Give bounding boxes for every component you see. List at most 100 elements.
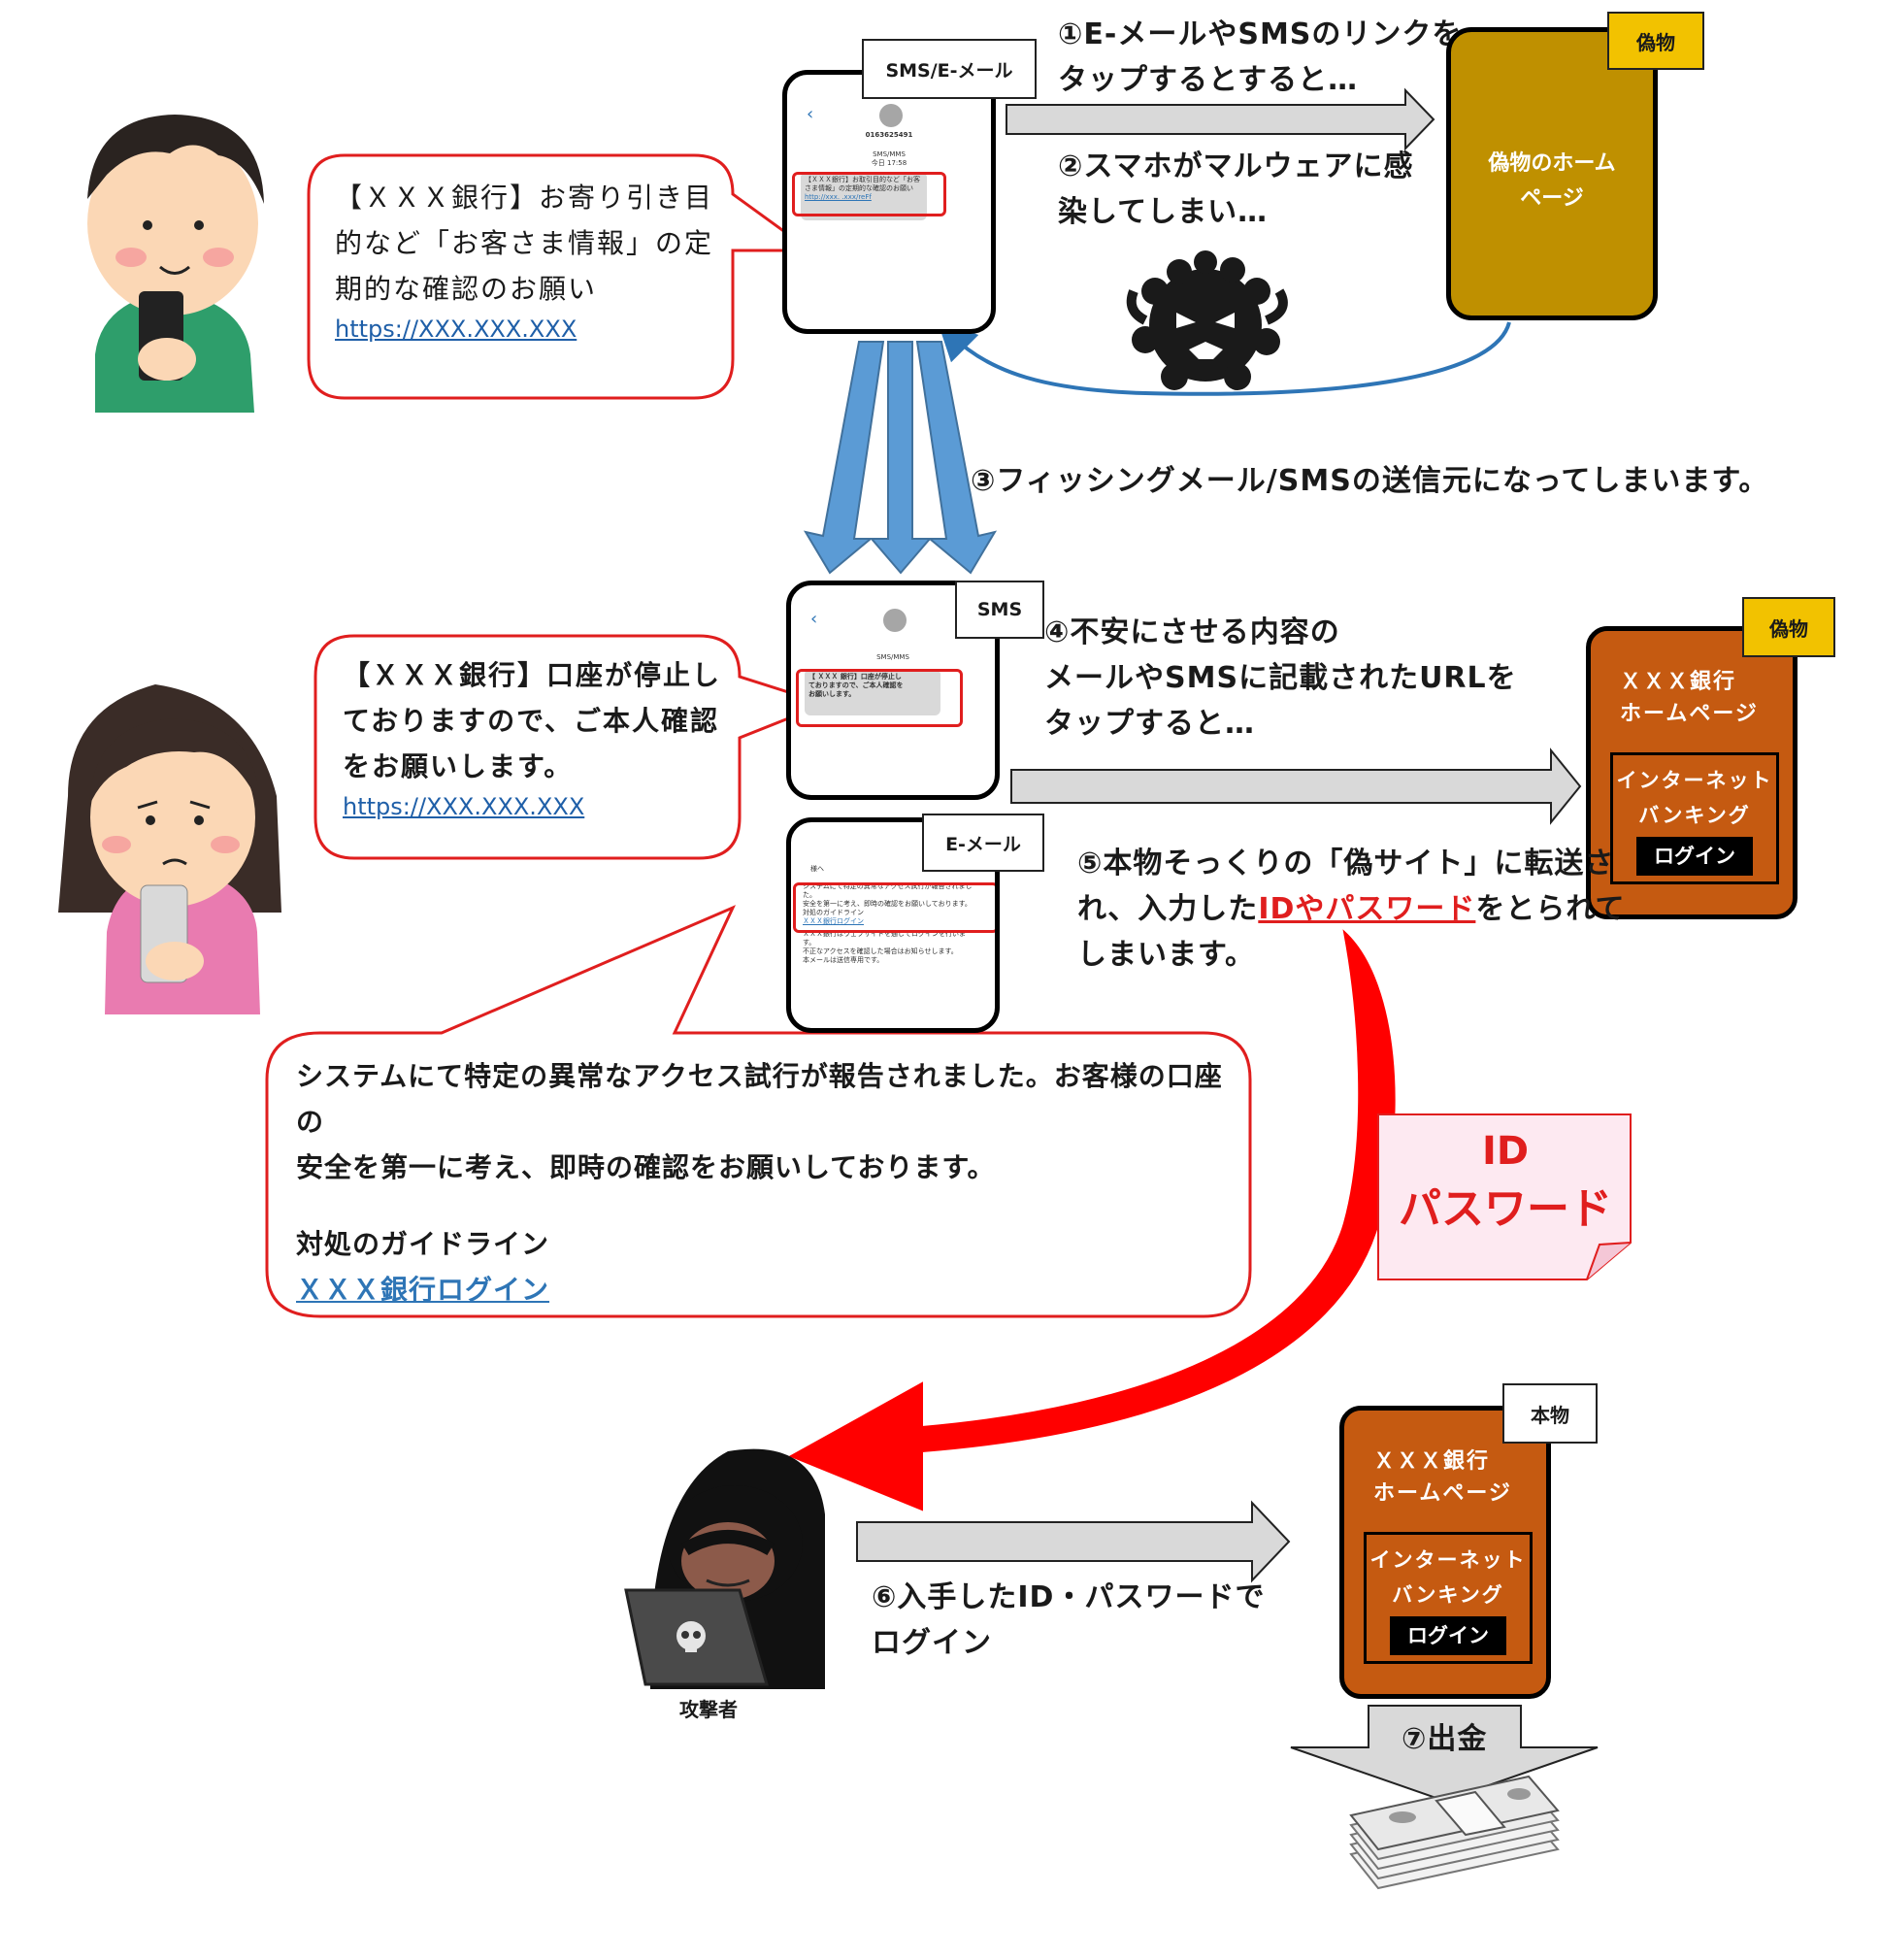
message-line: 【ＸＸＸ銀行】お取引目的など「お客 [805, 176, 920, 183]
fake-homepage-line: ページ [1520, 186, 1584, 211]
step5-line: しまいます。 [1077, 938, 1255, 972]
bubble3-line: システムにて特定の異常なアクセス試行が報告されました。お客様の口座の [296, 1060, 1223, 1138]
bubble1-link[interactable]: https://XXX.XXX.XXX [335, 316, 577, 343]
speech-bubble-1 [307, 153, 815, 400]
message-line: お願いします。 [808, 690, 856, 698]
bank-title: ホームページ [1373, 1481, 1512, 1506]
note-fold [1586, 1242, 1632, 1280]
step4-line: メールやSMSに記載されたURLを [1044, 661, 1517, 695]
fake-tag: 偽物 [1742, 597, 1835, 657]
arrow-spread-down [803, 341, 998, 575]
step6-line: ログイン [872, 1626, 992, 1660]
speech-bubble-2 [313, 634, 830, 860]
step5-highlight: IDやパスワード [1258, 892, 1476, 926]
id-password-note-text: ID パスワード [1378, 1124, 1633, 1241]
attacker-illustration [624, 1448, 825, 1689]
person-man-illustration [87, 115, 264, 413]
arrow-step6 [856, 1500, 1291, 1583]
login-button[interactable]: ログイン [1390, 1616, 1506, 1655]
bubble2-line: をお願いします。 [343, 750, 574, 782]
bank-title: ホームページ [1620, 702, 1759, 726]
bubble3-line: 対処のガイドライン [296, 1228, 550, 1260]
step2-text: ②スマホがマルウェアに感 染してしまい… [1058, 144, 1414, 235]
bubble2-link[interactable]: https://XXX.XXX.XXX [343, 793, 585, 820]
bubble2-line: ておりますので、ご本人確認 [343, 705, 720, 737]
email-body: システムにて特定の異常なアクセス試行が報告されました。 安全を第一に考え、即時の… [803, 882, 977, 965]
bank-title: ＸＸＸ銀行 [1373, 1449, 1491, 1474]
step1-line: タップするとすると… [1058, 63, 1359, 97]
step2-line: ②スマホがマルウェアに感 [1058, 149, 1414, 183]
internet-banking-box: インターネット バンキング ログイン [1610, 752, 1779, 884]
message-bubble: 【ＸＸＸ銀行】お取引目的など「お客 さま情報」の定期的な確認のお願い http:… [801, 172, 927, 220]
sender-number: 0163625491 [865, 131, 913, 139]
arrow-step4 [1010, 747, 1582, 825]
bubble1-text: 【ＸＸＸ銀行】お寄り引き目 的など「お客さま情報」の定 期的な確認のお願い ht… [335, 175, 718, 347]
note-line: ID [1481, 1129, 1530, 1174]
avatar [879, 104, 903, 127]
step3-text: ③フィッシングメール/SMSの送信元になってしまいます。 [971, 464, 1769, 498]
phone-email: 様へ システムにて特定の異常なアクセス試行が報告されました。 安全を第一に考え、… [786, 817, 1000, 1033]
message-line: 【 ＸＸＸ 銀行】口座が停止し [808, 673, 902, 681]
bubble3-text: システムにて特定の異常なアクセス試行が報告されました。お客様の口座の 安全を第一… [296, 1053, 1237, 1312]
step5-segment: れ、入力した [1077, 892, 1259, 926]
arrow-malware-return [937, 320, 1511, 396]
email-line: 安全を第一に考え、即時の確認をお願いしております。 [803, 900, 972, 908]
email-link[interactable]: ＸＸＸ銀行ログイン [803, 917, 864, 925]
fake-homepage-line: 偽物のホーム [1488, 151, 1616, 176]
person-woman-illustration [58, 684, 281, 1014]
bubble1-line: 【ＸＸＸ銀行】お寄り引き目 [335, 182, 714, 214]
internet-banking-label: バンキング [1638, 804, 1751, 827]
message-line: さま情報」の定期的な確認のお願い [805, 184, 913, 192]
back-chevron-icon[interactable]: ‹ [810, 609, 818, 629]
phone-sms-email: ‹ 0163625491 SMS/MMS 今日 17:58 【ＸＸＸ銀行】お取引… [782, 70, 996, 334]
bubble3-link[interactable]: ＸＸＸ銀行ログイン [296, 1274, 550, 1306]
highlight-box [792, 172, 946, 216]
internet-banking-label: インターネット [1369, 1548, 1527, 1572]
email-line: 本メールは送信専用です。 [803, 956, 884, 964]
step4-line: ④不安にさせる内容の [1044, 615, 1340, 649]
bubble1-line: 的など「お客さま情報」の定 [335, 227, 714, 259]
highlight-box [793, 882, 995, 933]
bank-title: ＸＸＸ銀行 [1620, 670, 1737, 694]
bubble2-line: 【ＸＸＸ銀行】口座が停止し [343, 659, 722, 691]
internet-banking-box: インターネット バンキング ログイン [1364, 1532, 1533, 1664]
step6-text: ⑥入手したID・パスワードで ログイン [872, 1575, 1265, 1666]
bubble3-line: 安全を第一に考え、即時の確認をお願いしております。 [296, 1151, 996, 1183]
malware-virus-illustration [1126, 250, 1288, 390]
message-line: ておりますので、ご本人確認を [808, 681, 904, 689]
step5-line: れ、入力したIDやパスワードをとられて [1077, 886, 1626, 932]
sms-time: 今日 17:58 [871, 159, 907, 167]
email-line: システムにて特定の異常なアクセス試行が報告されました。 [803, 882, 973, 899]
bubble2-text: 【ＸＸＸ銀行】口座が停止し ておりますので、ご本人確認 をお願いします。 htt… [343, 652, 731, 824]
bubble1-line: 期的な確認のお願い [335, 273, 598, 305]
internet-banking-label: インターネット [1616, 769, 1773, 792]
phone-sms: ‹ SMS/MMS 【 ＸＸＸ 銀行】口座が停止し ておりますので、ご本人確認を… [786, 581, 1000, 800]
login-button[interactable]: ログイン [1636, 837, 1753, 876]
step7-text: ⑦出金 [1402, 1722, 1488, 1756]
email-greeting: 様へ [810, 865, 824, 873]
back-chevron-icon[interactable]: ‹ [807, 104, 814, 124]
step6-line: ⑥入手したID・パスワードで [872, 1580, 1266, 1614]
internet-banking-label: バンキング [1392, 1583, 1504, 1607]
step5-line: ⑤本物そっくりの「偽サイト」に転送さ [1077, 847, 1615, 880]
email-line: 不正なアクセスを確認した場合はお知らせします。 [803, 947, 958, 955]
step4-text: ④不安にさせる内容の メールやSMSに記載されたURLを タップすると… [1044, 610, 1517, 747]
arrow-step1 [1006, 87, 1435, 151]
label-email: E-メール [922, 814, 1044, 872]
step5-text: ⑤本物そっくりの「偽サイト」に転送さ れ、入力したIDやパスワードをとられて し… [1077, 841, 1626, 978]
step2-line: 染してしまい… [1058, 195, 1269, 229]
note-line: パスワード [1399, 1184, 1612, 1234]
step4-line: タップすると… [1044, 707, 1255, 741]
email-line: ＸＸＸ銀行はウェブサイトを通じてログインを行います。 [803, 930, 966, 947]
step1-text: ①E-メールやSMSのリンクを タップするとすると… [1058, 12, 1462, 103]
fake-bank-site: ＸＸＸ銀行 ホームページ インターネット バンキング ログイン [1586, 626, 1798, 919]
arrow-step7 [1290, 1705, 1599, 1803]
message-bubble: 【 ＸＸＸ 銀行】口座が停止し ておりますので、ご本人確認を お願いします。 [805, 669, 940, 715]
message-link[interactable]: http://xxx. .xxx/reFf [805, 193, 872, 201]
speech-bubble-3 [265, 905, 1252, 1318]
highlight-box [796, 669, 963, 727]
sms-type: SMS/MMS [876, 653, 909, 661]
sms-type: SMS/MMS [873, 150, 906, 158]
money-stack-illustration [1349, 1775, 1560, 1890]
